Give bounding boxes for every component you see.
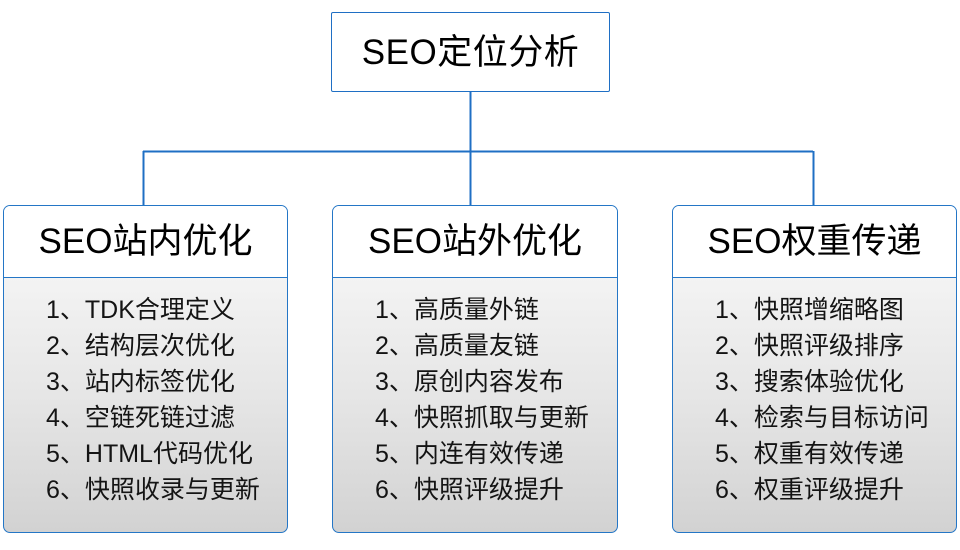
branch-body-2: 1、 高质量外链 2、 高质量友链 3、 原创内容发布 4、 快照抓取与更新 5… — [333, 278, 617, 532]
list-item: 2、 结构层次优化 — [46, 328, 260, 364]
list-item-number: 4、 — [375, 404, 414, 432]
branch-item-list-3: 1、 快照增缩略图 2、 快照评级排序 3、 搜索体验优化 4、 检索与目标访问… — [673, 292, 929, 508]
root-node-label: SEO定位分析 — [361, 32, 580, 72]
list-item: 1、 快照增缩略图 — [715, 292, 929, 328]
list-item: 6、 快照收录与更新 — [46, 472, 260, 508]
list-item-text: 高质量外链 — [413, 296, 539, 324]
root-node[interactable]: SEO定位分析 — [331, 12, 610, 92]
branch-body-1: 1、 TDK合理定义 2、 结构层次优化 3、 站内标签优化 4、 空链死链过滤… — [4, 278, 287, 532]
list-item: 6、 快照评级提升 — [375, 472, 589, 508]
list-item-number: 4、 — [715, 404, 754, 432]
list-item-text: 快照抓取与更新 — [413, 404, 589, 432]
list-item-number: 3、 — [715, 368, 754, 396]
branch-title-3: SEO权重传递 — [707, 222, 922, 261]
branch-title-2: SEO站外优化 — [368, 222, 582, 261]
branch-header-1: SEO站内优化 — [4, 206, 287, 278]
list-item-text: 快照收录与更新 — [84, 476, 260, 504]
list-item-number: 5、 — [46, 440, 85, 468]
list-item-number: 2、 — [46, 332, 85, 360]
list-item: 4、 空链死链过滤 — [46, 400, 260, 436]
list-item-text: 空链死链过滤 — [84, 404, 235, 432]
list-item-text: 原创内容发布 — [413, 368, 564, 396]
list-item: 4、 检索与目标访问 — [715, 400, 929, 436]
list-item-text: 快照增缩略图 — [753, 296, 904, 324]
list-item: 5、 权重有效传递 — [715, 436, 929, 472]
list-item-text: 结构层次优化 — [84, 332, 235, 360]
list-item: 3、 原创内容发布 — [375, 364, 589, 400]
list-item-text: 快照评级提升 — [413, 476, 564, 504]
list-item-number: 5、 — [715, 440, 754, 468]
branch-card-2[interactable]: SEO站外优化 1、 高质量外链 2、 高质量友链 3、 原创内容发布 4、 快 — [332, 205, 618, 533]
list-item: 5、 HTML代码优化 — [46, 436, 260, 472]
list-item-number: 5、 — [375, 440, 414, 468]
list-item-number: 6、 — [375, 476, 414, 504]
branch-header-3: SEO权重传递 — [673, 206, 956, 278]
list-item-number: 1、 — [46, 296, 85, 324]
branch-card-1[interactable]: SEO站内优化 1、 TDK合理定义 2、 结构层次优化 3、 站内标签优化 4… — [3, 205, 288, 533]
list-item-text: 权重评级提升 — [753, 476, 904, 504]
list-item-text: 高质量友链 — [413, 332, 539, 360]
list-item-text: 站内标签优化 — [84, 368, 235, 396]
list-item-number: 6、 — [46, 476, 85, 504]
branch-title-1: SEO站内优化 — [38, 222, 253, 261]
list-item: 5、 内连有效传递 — [375, 436, 589, 472]
list-item-text: 搜索体验优化 — [753, 368, 904, 396]
list-item: 2、 快照评级排序 — [715, 328, 929, 364]
list-item-number: 3、 — [375, 368, 414, 396]
list-item-text: 权重有效传递 — [753, 440, 904, 468]
list-item-text: HTML代码优化 — [84, 440, 253, 468]
list-item: 3、 站内标签优化 — [46, 364, 260, 400]
list-item: 1、 高质量外链 — [375, 292, 589, 328]
list-item-number: 2、 — [715, 332, 754, 360]
list-item: 1、 TDK合理定义 — [46, 292, 260, 328]
list-item-text: 检索与目标访问 — [753, 404, 929, 432]
branch-item-list-2: 1、 高质量外链 2、 高质量友链 3、 原创内容发布 4、 快照抓取与更新 5… — [333, 292, 589, 508]
list-item: 6、 权重评级提升 — [715, 472, 929, 508]
list-item-number: 2、 — [375, 332, 414, 360]
list-item: 2、 高质量友链 — [375, 328, 589, 364]
branch-card-3[interactable]: SEO权重传递 1、 快照增缩略图 2、 快照评级排序 3、 搜索体验优化 4、 — [672, 205, 957, 533]
list-item: 4、 快照抓取与更新 — [375, 400, 589, 436]
list-item: 3、 搜索体验优化 — [715, 364, 929, 400]
list-item-text: 快照评级排序 — [753, 332, 904, 360]
branch-item-list-1: 1、 TDK合理定义 2、 结构层次优化 3、 站内标签优化 4、 空链死链过滤… — [4, 292, 260, 508]
list-item-number: 6、 — [715, 476, 754, 504]
list-item-number: 1、 — [375, 296, 414, 324]
list-item-text: 内连有效传递 — [413, 440, 564, 468]
list-item-number: 1、 — [715, 296, 754, 324]
list-item-number: 4、 — [46, 404, 85, 432]
list-item-text: TDK合理定义 — [84, 296, 235, 324]
branch-header-2: SEO站外优化 — [333, 206, 617, 278]
list-item-number: 3、 — [46, 368, 85, 396]
branch-body-3: 1、 快照增缩略图 2、 快照评级排序 3、 搜索体验优化 4、 检索与目标访问… — [673, 278, 956, 532]
